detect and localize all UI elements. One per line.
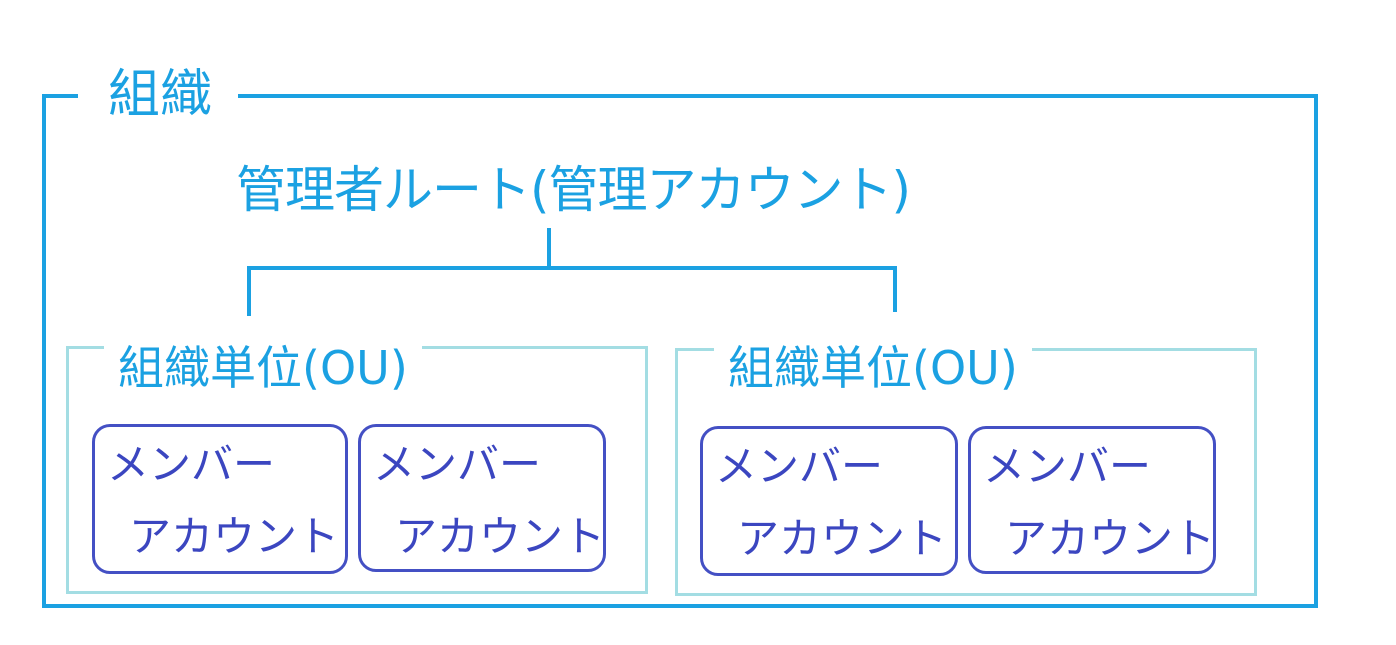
organizational-unit-title-left: 組織単位(OU) <box>104 340 422 396</box>
member-account-box: メンバー アカウント <box>700 426 958 576</box>
member-account-label-line2: アカウント <box>1005 514 1216 563</box>
member-account-label-line1: メンバー <box>107 440 276 489</box>
organizational-unit-title-right: 組織単位(OU) <box>714 340 1032 396</box>
member-account-label-line1: メンバー <box>715 442 884 491</box>
organization-title: 組織 <box>78 60 239 130</box>
root-account-label: 管理者ルート(管理アカウント) <box>236 161 911 219</box>
member-account-label-line2: アカウント <box>737 514 948 563</box>
member-account-label-line2: アカウント <box>129 512 340 561</box>
member-account-label-line1: メンバー <box>983 442 1152 491</box>
member-account-box: メンバー アカウント <box>358 424 606 572</box>
organization-frame <box>42 94 1318 608</box>
member-account-box: メンバー アカウント <box>968 426 1216 574</box>
member-account-box: メンバー アカウント <box>92 424 348 574</box>
member-account-label-line2: アカウント <box>395 512 606 561</box>
member-account-label-line1: メンバー <box>373 440 542 489</box>
